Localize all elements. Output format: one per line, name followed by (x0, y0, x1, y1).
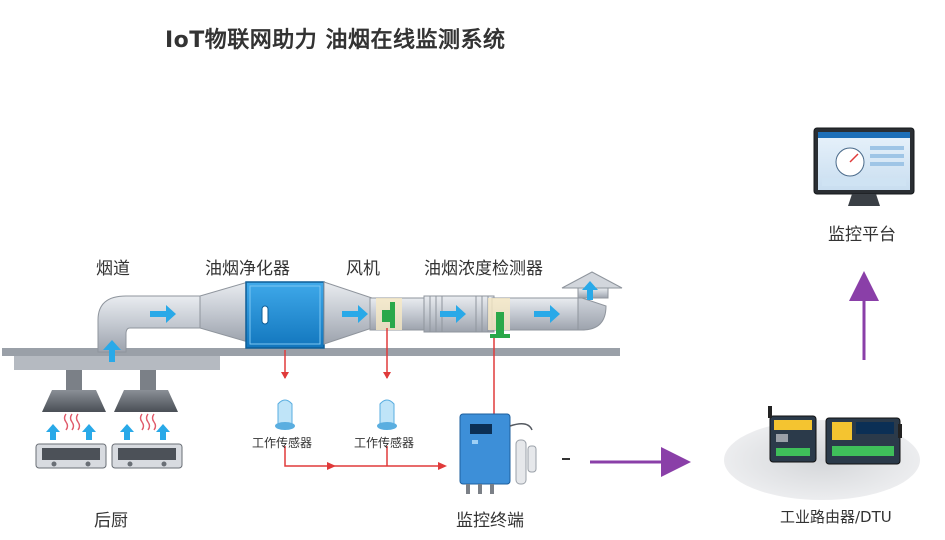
duct-taper-in (199, 281, 249, 343)
kitchen-hood-1 (42, 370, 106, 412)
stove-1 (35, 443, 107, 469)
purifier-box (245, 281, 325, 349)
sensor-2-icon (377, 399, 397, 430)
signal-arrowheads (281, 372, 447, 470)
purifier-label: 油烟净化器 (205, 259, 290, 279)
flow-arrows (103, 281, 598, 362)
flow-arrow-up-exhaust (582, 281, 598, 300)
flow-arrow-3 (440, 305, 466, 323)
fan-label: 风机 (346, 259, 380, 279)
monitor-terminal-device (459, 413, 537, 494)
monitor-platform-label: 监控平台 (828, 225, 896, 245)
kitchen-hood-2 (114, 370, 178, 412)
purifier-handle (261, 305, 269, 325)
sensor-1-icon (275, 399, 295, 430)
stove-2 (111, 443, 183, 469)
router-dtu-label: 工业路由器/DTU (780, 508, 892, 526)
monitor-terminal-label: 监控终端 (456, 511, 524, 531)
flow-arrow-up-duct (103, 340, 121, 362)
detector-part (490, 312, 510, 338)
sensor-2-label: 工作传感器 (354, 436, 415, 450)
router-device-1 (768, 406, 817, 463)
steam-icons (63, 413, 157, 431)
dtu-device-2 (825, 417, 902, 465)
page-title: IoT物联网助力 油烟在线监测系统 (165, 28, 506, 53)
dash-mark (562, 458, 570, 460)
ceiling-bar (2, 348, 620, 356)
kitchen-label: 后厨 (94, 511, 128, 531)
flow-arrow-1 (150, 305, 176, 323)
flow-arrow-2 (342, 305, 368, 323)
flow-arrow-4 (534, 305, 560, 323)
ceiling-bar-under (14, 356, 220, 370)
sensor-1-label: 工作传感器 (252, 436, 313, 450)
fan-part (382, 302, 395, 328)
duct-label: 烟道 (96, 259, 130, 279)
monitor-platform-screen (813, 127, 915, 206)
stove-heat-arrows (46, 424, 170, 440)
purifier-frame (249, 285, 321, 345)
concentration-detector-label: 油烟浓度检测器 (424, 259, 543, 279)
